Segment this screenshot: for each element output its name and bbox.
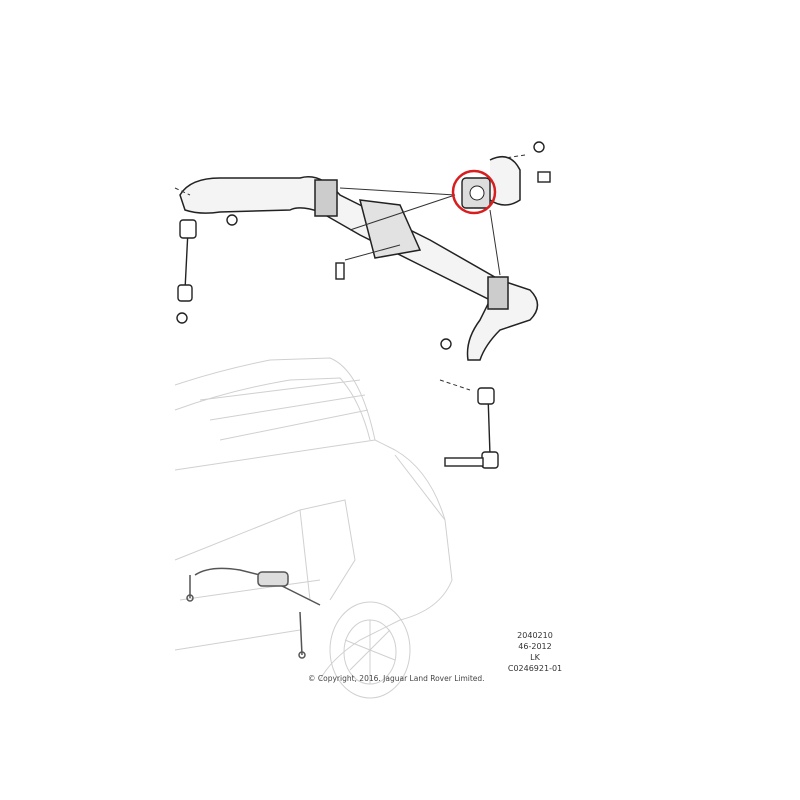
reference-code: 2040210	[517, 631, 553, 640]
vehicle-stabilizer-bar-inset	[186, 567, 321, 659]
stabilizer-bar	[179, 155, 539, 361]
highlighted-bushing	[451, 169, 497, 215]
leader-lines	[174, 154, 526, 391]
vehicle-outline	[174, 357, 453, 699]
reference-code: 46-2012	[518, 642, 552, 651]
highlight-circle	[451, 169, 497, 215]
links-and-fasteners	[176, 141, 551, 469]
reference-codes: 2040210 46-2012 LK C0246921-01	[505, 630, 565, 674]
reference-code: C0246921-01	[507, 664, 563, 673]
copyright-notice: © Copyright, 2016. Jaguar Land Rover Lim…	[308, 674, 485, 683]
reference-code: LK	[530, 653, 540, 662]
